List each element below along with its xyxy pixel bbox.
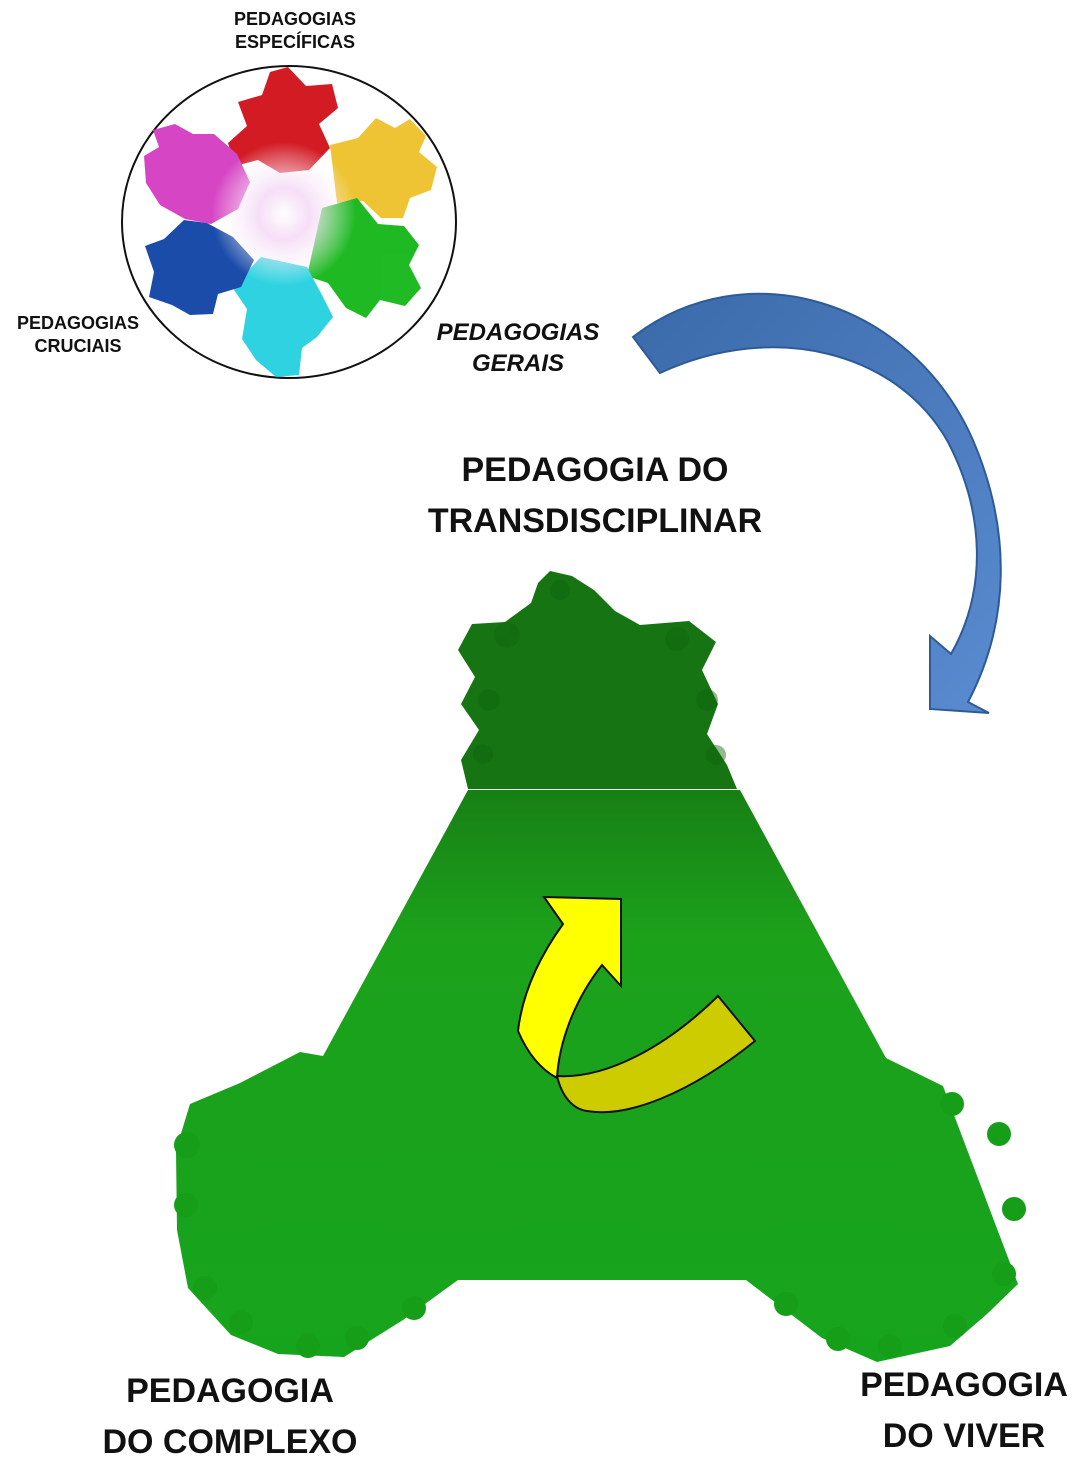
label-gerais-line-1: PEDAGOGIAS <box>436 319 600 346</box>
label-viver-line-2: DO VIVER <box>882 1417 1046 1455</box>
label-transdisciplinar-line-1: PEDAGOGIA DO <box>461 451 729 489</box>
snowflake-yellow-lobe <box>330 118 437 218</box>
label-cruciais-line-2: CRUCIAIS <box>34 336 122 357</box>
label-pedagogias-cruciais: PEDAGOGIAS CRUCIAIS <box>7 312 149 358</box>
label-complexo-line-2: DO COMPLEXO <box>102 1423 358 1461</box>
label-complexo-line-1: PEDAGOGIA <box>126 1372 334 1410</box>
blue-arrow-shape <box>631 292 1002 714</box>
label-pedagogia-complexo: PEDAGOGIA DO COMPLEXO <box>80 1366 380 1468</box>
snowflake-lobes <box>144 67 437 377</box>
label-cruciais-line-1: PEDAGOGIAS <box>16 313 140 333</box>
triangle-bottom-gap <box>458 1282 746 1306</box>
label-pedagogia-transdisciplinar: PEDAGOGIA DO TRANSDISCIPLINAR <box>410 445 780 547</box>
label-especificas-line-2: ESPECÍFICAS <box>234 32 356 53</box>
label-transdisciplinar-line-2: TRANSDISCIPLINAR <box>427 502 763 540</box>
snowflake-center-glow <box>212 142 356 286</box>
triangle-top-texture <box>473 580 726 765</box>
snowflake-red-lobe <box>228 67 338 173</box>
triangle-top-spike <box>458 571 737 789</box>
triangle-bottom-bumps <box>174 1092 1026 1358</box>
snowflake-cyan-lobe <box>232 257 333 377</box>
label-pedagogias-especificas: PEDAGOGIAS ESPECÍFICAS <box>205 8 385 54</box>
label-viver-line-1: PEDAGOGIA <box>860 1366 1068 1404</box>
koch-snowflake-circle <box>121 65 457 379</box>
label-pedagogia-viver: PEDAGOGIA DO VIVER <box>848 1360 1080 1462</box>
yellow-arrow-upper <box>516 895 622 1080</box>
blue-arrow-icon <box>631 292 1002 714</box>
yellow-arrow-lower <box>555 994 757 1114</box>
label-gerais-line-2: GERAIS <box>471 349 564 377</box>
label-pedagogias-gerais: PEDAGOGIAS GERAIS <box>420 318 616 379</box>
yellow-arrow-icon <box>516 895 757 1114</box>
label-especificas-line-1: PEDAGOGIAS <box>233 9 357 29</box>
